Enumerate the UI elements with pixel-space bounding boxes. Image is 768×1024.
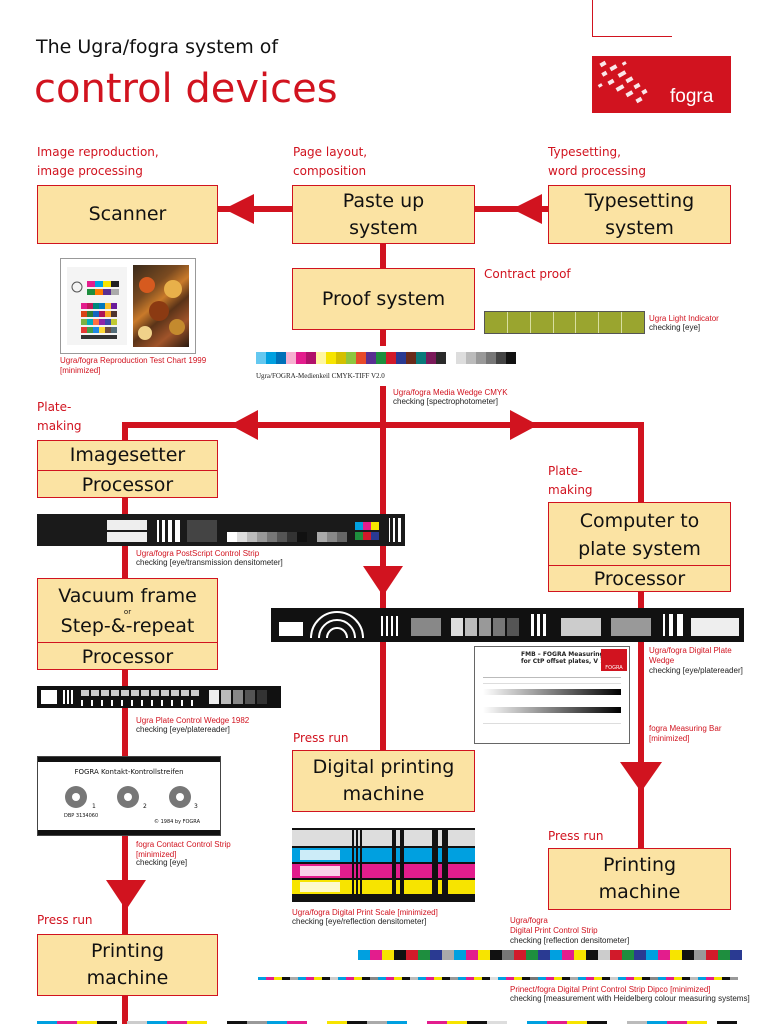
repro-test-chart-image [60,258,196,354]
vacuum-frame-label: Vacuum frame [58,584,197,607]
caption-contact-strip-check: checking [eye] [136,858,188,867]
label-press-run-left: Press run [37,913,93,927]
connector-right-vertical [638,422,644,502]
media-wedge-image: Ugra/FOGRA-Medienkeil CMYK-TIFF V2.0 [256,346,518,386]
caption-contact-strip: fogra Contact Control Strip [minimized] [136,840,231,859]
box-printing-machine-left[interactable]: Printing machine [37,934,218,996]
bottom-control-strip-image [37,1014,744,1024]
arrow-left-icon [230,410,258,440]
caption-repro-chart: Ugra/fogra Reproduction Test Chart 1999 … [60,356,207,375]
connector-right-vertical-2 [638,592,644,848]
box-printing-machine-right[interactable]: Printing machine [548,848,731,910]
media-wedge-label: Ugra/FOGRA-Medienkeil CMYK-TIFF V2.0 [256,372,385,380]
caption-media-wedge-check: checking [spectrophotometer] [393,397,498,406]
processor-label: Processor [38,470,217,499]
caption-digital-scale-check: checking [eye/reflection densitometer] [292,917,427,926]
box-computer-to-plate[interactable]: Computer to plate system Processor [548,502,731,592]
top-rule-vertical [592,0,593,37]
fogra-contact-strip-image: FOGRA Kontakt-Kontrollstreifen 1 2 3 DBP… [37,756,221,836]
page-title: control devices [34,66,338,112]
arrow-down-icon [106,880,146,910]
fogra-logo-mark [597,60,648,104]
label-page-layout: Page layout, composition [293,145,368,178]
processor-label: Processor [38,642,217,671]
caption-digital-strip-check: checking [reflection densitometer] [510,936,630,945]
box-paste-up-system[interactable]: Paste up system [292,185,475,244]
contact-strip-dbp: DBP 3134060 [64,813,99,819]
postscript-control-strip-image [37,514,405,546]
label-typesetting: Typesetting, word processing [548,145,646,178]
digital-print-control-strip-image [358,946,744,962]
dipco-control-strip-image [258,970,744,980]
arrow-right-icon [510,410,538,440]
page-subtitle: The Ugra/fogra system of [36,36,279,58]
box-scanner[interactable]: Scanner [37,185,218,244]
box-imagesetter-processor[interactable]: Imagesetter Processor [37,440,218,498]
box-vacuum-frame[interactable]: Vacuum frame or Step-&-repeat Processor [37,578,218,670]
fogra-logo-text: fogra [670,86,714,107]
connector-platemaking-row [122,422,644,428]
arrow-left-icon [512,194,542,224]
caption-plate-wedge-check: checking [eye/platereader] [136,725,230,734]
caption-digital-scale: Ugra/fogra Digital Print Scale [minimize… [292,908,438,917]
caption-dipco: Prinect/fogra Digital Print Control Stri… [510,985,711,994]
label-press-run-right: Press run [548,829,604,843]
label-platemaking-left: Plate- making [37,400,82,433]
label-platemaking-right: Plate- making [548,464,593,497]
box-typesetting-system[interactable]: Typesetting system [548,185,731,244]
caption-digital-plate-check: checking [eye/platereader] [649,666,743,675]
or-label: or [123,608,132,616]
fogra-measuring-bar-image: FMB – FOGRA Measuring Bar for CtP offset… [474,646,630,744]
box-proof-system[interactable]: Proof system [292,268,475,330]
contact-strip-title: FOGRA Kontakt-Kontrollstreifen [74,768,184,776]
label-press-run-center: Press run [293,731,349,745]
connector-left-vertical [122,422,128,440]
caption-postscript-check: checking [eye/transmission densitometer] [136,558,283,567]
digital-plate-wedge-image [271,608,744,642]
caption-media-wedge: Ugra/fogra Media Wedge CMYK [393,388,508,397]
connector-left-vertical-4 [122,996,128,1024]
caption-light-indicator-check: checking [eye] [649,323,701,332]
caption-digital-strip: Ugra/fogra Digital Print Control Strip [510,916,598,935]
processor-label: Processor [549,565,730,593]
digital-print-scale-image [292,828,475,902]
fogra-logo: fogra [592,56,731,113]
top-rule-horizontal [592,36,672,37]
measuring-bar-logo: FOGRA [601,649,627,671]
contact-strip-num-1: 1 [92,803,96,810]
contact-strip-copyright: © 1984 by FOGRA [154,819,201,825]
caption-measuring-bar: fogra Measuring Bar [minimized] [649,724,722,743]
step-repeat-label: Step-&-repeat [60,615,195,637]
caption-dipco-check: checking [measurement with Heidelberg co… [510,994,750,1003]
caption-postscript: Ugra/fogra PostScript Control Strip [136,549,260,558]
ugra-light-indicator-image [484,311,645,334]
plate-control-wedge-image [37,686,281,708]
imagesetter-label: Imagesetter [69,444,186,466]
label-image-reproduction: Image reproduction, image processing [37,145,159,178]
label-contract-proof: Contract proof [484,267,571,281]
contact-strip-num-3: 3 [194,803,198,810]
ctp-label: Computer to plate system [578,510,701,560]
arrow-left-icon [224,194,254,224]
arrow-down-icon [363,566,403,596]
caption-light-indicator: Ugra Light Indicator [649,314,719,323]
box-digital-printing[interactable]: Digital printing machine [292,750,475,812]
contact-strip-num-2: 2 [143,803,147,810]
arrow-down-icon [620,762,662,792]
connector-center-vertical [380,244,386,268]
caption-digital-plate: Ugra/fogra Digital Plate Wedge [649,646,732,665]
caption-plate-wedge: Ugra Plate Control Wedge 1982 [136,716,250,725]
